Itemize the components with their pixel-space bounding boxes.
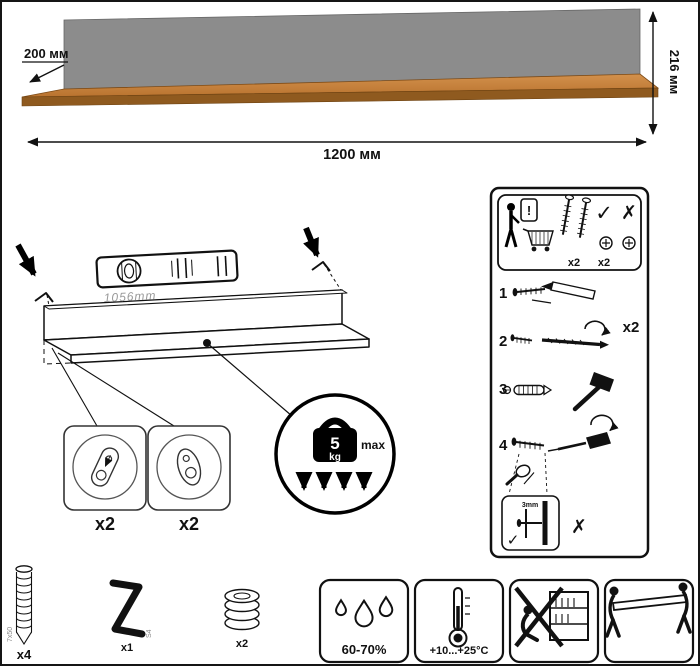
cross-icon-2: ✗ bbox=[571, 517, 587, 538]
hanger-detail-card-left bbox=[63, 425, 147, 511]
screw-head-icon-2 bbox=[622, 236, 636, 250]
mount-mark-left bbox=[34, 292, 54, 303]
product-view bbox=[21, 8, 660, 107]
mount-leader-right bbox=[323, 263, 342, 291]
person-icon bbox=[504, 203, 520, 248]
mount-leader-left bbox=[46, 294, 50, 307]
gap-label: 3mm bbox=[522, 502, 538, 509]
hammer-icon bbox=[572, 372, 614, 412]
product-shelf-front bbox=[21, 87, 659, 107]
load-direction-arrows bbox=[295, 472, 373, 491]
hanger-leader-left bbox=[51, 347, 98, 427]
fastener-count-a: x2 bbox=[568, 257, 580, 269]
humidity-label: 60-70% bbox=[342, 642, 387, 657]
plug-step-icon bbox=[502, 372, 614, 412]
depth-dimension-arrow bbox=[29, 64, 65, 83]
screw-size-label: 7x50 bbox=[7, 627, 14, 642]
hanger-count-right: x2 bbox=[179, 514, 199, 534]
gap-detail-box: 3mm ✓ bbox=[501, 495, 560, 551]
step-4-number: 4 bbox=[499, 437, 508, 454]
fastener-count-b: x2 bbox=[598, 257, 610, 269]
wall-plug-icon bbox=[513, 384, 553, 396]
outline-back-top-edge bbox=[43, 289, 348, 310]
screw-icon bbox=[560, 194, 575, 235]
rotate-arrow-icon-2 bbox=[590, 414, 619, 432]
installation-diagram: 1056mm bbox=[15, 226, 396, 534]
hanger-count-left: x2 bbox=[95, 514, 115, 534]
step-1-number: 1 bbox=[499, 285, 507, 302]
hanger-leader-right bbox=[57, 352, 175, 427]
screw-head-icon bbox=[599, 236, 613, 250]
check-icon-small: ✓ bbox=[507, 532, 520, 549]
hex-key-size-label: S4 bbox=[146, 629, 153, 638]
screw-count: x4 bbox=[17, 647, 32, 662]
load-value: 5 bbox=[330, 434, 339, 453]
kettlebell-icon: 5 kg bbox=[313, 417, 357, 463]
spirit-level-icon bbox=[95, 249, 239, 289]
condition-badges: 60-70% +10...+25°C bbox=[318, 578, 695, 664]
drill-step-icon bbox=[510, 320, 611, 349]
screwdriver-icon bbox=[547, 432, 611, 452]
mount-mark-right bbox=[311, 261, 331, 272]
step-2-number: 2 bbox=[499, 333, 507, 350]
carrier-person-left-icon bbox=[605, 586, 621, 638]
washer-count: x2 bbox=[236, 638, 248, 650]
prohibited-cross-icon bbox=[514, 586, 564, 648]
mount-arrow-right bbox=[303, 226, 320, 258]
detail-leader-lines bbox=[508, 452, 548, 495]
humidity-badge: 60-70% bbox=[318, 578, 410, 664]
cart-icon bbox=[522, 228, 554, 252]
keyhole-hanger-back-icon bbox=[176, 448, 202, 486]
load-max-label: max bbox=[361, 438, 385, 452]
repeat-count: x2 bbox=[623, 319, 640, 336]
width-dimension-label: 1200 мм bbox=[323, 147, 381, 163]
keyhole-hanger-icon bbox=[90, 447, 120, 487]
screw-step-icon bbox=[511, 414, 619, 452]
water-drops-icon bbox=[335, 595, 394, 628]
warning-mark: ! bbox=[527, 203, 531, 218]
hanger-detail-card-right bbox=[147, 425, 231, 511]
temperature-badge: +10...+25°C bbox=[413, 578, 505, 664]
rotate-arrow-icon bbox=[584, 320, 611, 336]
mount-arrow-left bbox=[15, 243, 37, 277]
confirmat-screw-icon bbox=[15, 565, 33, 646]
height-dimension-label: 216 мм bbox=[667, 50, 682, 95]
load-leader-line bbox=[206, 342, 293, 417]
washer-stack-icon bbox=[224, 588, 260, 631]
thermometer-icon bbox=[448, 587, 470, 648]
max-load-badge: 5 kg max bbox=[274, 393, 396, 515]
carrier-person-right-icon bbox=[676, 582, 692, 634]
drill-bit-icon bbox=[541, 337, 609, 349]
bookshelf-icon bbox=[549, 591, 589, 641]
mark-step-icon bbox=[512, 281, 596, 304]
hex-key-icon bbox=[109, 579, 146, 638]
hex-key-count: x1 bbox=[121, 642, 133, 654]
press-hand-icon bbox=[505, 464, 535, 486]
product-dimensions: 200 мм 1200 мм 216 мм bbox=[22, 11, 682, 163]
hardware-items: x4 7x50 x1 S4 x2 bbox=[7, 565, 260, 662]
load-unit: kg bbox=[329, 452, 341, 463]
check-icon: ✓ bbox=[595, 202, 613, 225]
outline-shelf-front bbox=[70, 338, 370, 364]
screw-icon-2 bbox=[577, 197, 592, 238]
steps-panel: ! ✓ ✗ x2 x2 1 bbox=[489, 186, 650, 559]
two-person-carry-badge bbox=[603, 578, 695, 664]
inner-width-label: 1056mm bbox=[103, 288, 156, 305]
cross-icon: ✗ bbox=[621, 203, 637, 224]
temperature-label: +10...+25°C bbox=[430, 645, 489, 657]
no-climb-badge bbox=[508, 578, 600, 664]
depth-dimension-label: 200 мм bbox=[24, 46, 69, 61]
warning-box: ! bbox=[520, 198, 538, 222]
pencil-icon bbox=[531, 281, 596, 304]
